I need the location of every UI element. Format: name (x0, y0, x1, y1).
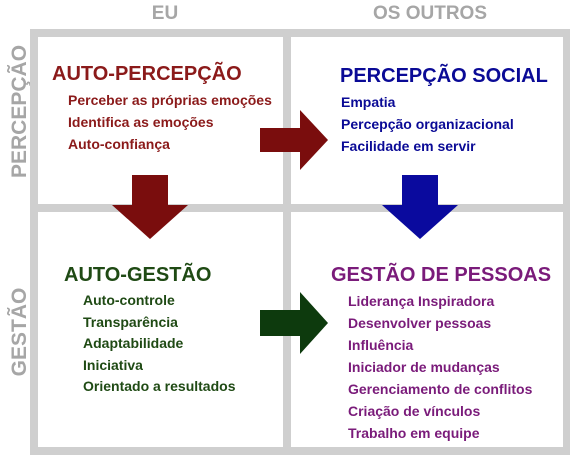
list-item: Adaptabilidade (83, 335, 184, 351)
list-item: Identifica as emoções (68, 114, 214, 130)
list-item: Gerenciamento de conflitos (348, 381, 533, 397)
list-item: Transparência (83, 313, 178, 330)
arrow-right-icon (260, 292, 328, 354)
quadrant-item-list: Perceber as próprias emoções Identifica … (68, 89, 272, 155)
arrow-down-icon (112, 175, 188, 239)
arrow-down-icon (382, 175, 458, 239)
quadrant-self-perception: AUTO-PERCEPÇÃO Perceber as próprias emoç… (38, 37, 283, 204)
quadrant-item-list: Empatia Percepção organizacional Facilid… (341, 91, 514, 157)
quadrant-item-list: Liderança Inspiradora Desenvolver pessoa… (348, 290, 532, 444)
list-item: Auto-controle (83, 292, 175, 308)
quadrant-title: GESTÃO DE PESSOAS (331, 264, 552, 286)
quadrant-people-management: GESTÃO DE PESSOAS Liderança Inspiradora … (291, 212, 563, 447)
list-item: Percepção organizacional (341, 116, 514, 132)
list-item: Empatia (341, 94, 396, 110)
list-item: Orientado a resultados (83, 378, 236, 394)
column-header-self: EU (151, 3, 179, 24)
list-item: Liderança Inspiradora (348, 293, 495, 309)
list-item: Iniciativa (83, 356, 143, 373)
list-item: Criação de vínculos (348, 403, 481, 419)
arrow-right-icon (260, 110, 328, 170)
list-item: Facilidade em servir (341, 138, 476, 154)
quadrant-title: AUTO-PERCEPÇÃO (52, 63, 242, 85)
list-item: Auto-confiança (68, 136, 170, 152)
quadrant-self-management: AUTO-GESTÃO Auto-controle Transparência … (38, 212, 283, 447)
quadrant-item-list: Auto-controle Transparência Adaptabilida… (83, 290, 235, 398)
list-item: Influência (348, 337, 414, 353)
list-item: Iniciador de mudanças (348, 359, 500, 375)
quadrant-title: PERCEPÇÃO SOCIAL (340, 65, 548, 87)
list-item: Desenvolver pessoas (348, 315, 492, 331)
quadrant-title: AUTO-GESTÃO (64, 264, 212, 286)
column-header-others: OS OUTROS (372, 3, 487, 24)
list-item: Trabalho em equipe (348, 425, 480, 441)
list-item: Perceber as próprias emoções (68, 92, 272, 108)
